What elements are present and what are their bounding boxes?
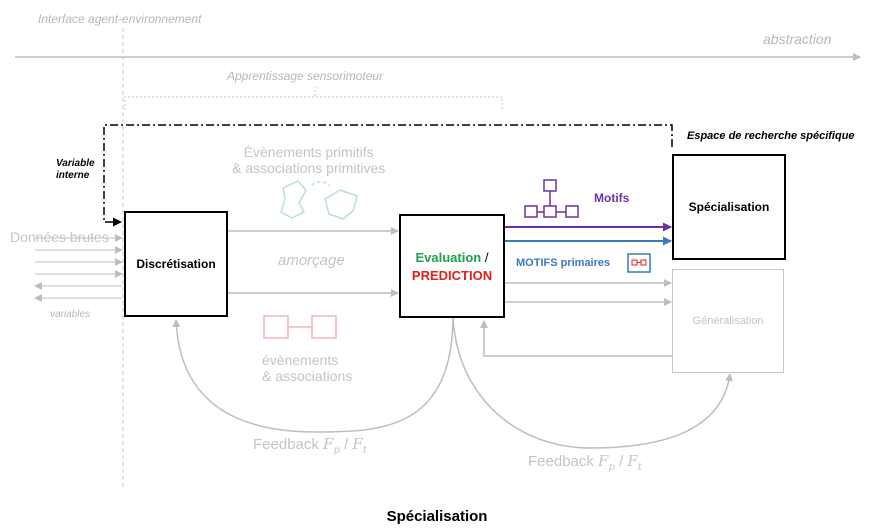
discretisation-box: Discrétisation <box>124 211 228 317</box>
feedback-curve-right <box>452 317 733 449</box>
feedback-label-right: Feedback Fp / Ft <box>528 452 642 474</box>
feedback-fp-sub: p <box>608 462 615 473</box>
motifs-primaires-icon <box>627 253 651 273</box>
primitive-events-icon <box>280 180 358 220</box>
specialisation-box: Spécialisation <box>672 154 786 260</box>
events-association-icon <box>263 315 337 339</box>
evenements-label: évènements & associations <box>262 352 352 384</box>
evenements-line2: & associations <box>262 368 353 385</box>
figure-caption: Spécialisation <box>386 508 488 525</box>
evenements-primitifs-label: Évènements primitifs & associations prim… <box>232 144 385 176</box>
feedback-ft: F <box>627 452 638 470</box>
feedback-fp-sub: p <box>333 445 340 456</box>
motifs-label: Motifs <box>594 191 630 205</box>
evaluation-prediction-box: Evaluation / PREDICTION <box>399 214 505 318</box>
apprentissage-label: Apprentissage sensorimoteur <box>227 69 384 83</box>
abstraction-label: abstraction <box>763 31 832 47</box>
discretisation-label: Discrétisation <box>136 257 216 271</box>
feedback-text: Feedback <box>253 436 319 453</box>
evenements-line1: évènements <box>262 352 339 368</box>
feedback-ft: F <box>352 435 363 453</box>
evaluation-separator: / <box>481 249 489 265</box>
variables-label: variables <box>50 309 91 320</box>
generalisation-box: Généralisation <box>672 269 784 373</box>
espace-recherche-boundary <box>103 124 673 227</box>
feedback-sep: / <box>339 436 353 453</box>
variable-interne-line1: Variable <box>56 158 95 169</box>
variable-interne-label: Variable interne <box>56 158 95 181</box>
feedback-sep: / <box>614 453 628 470</box>
feedback-ft-sub: t <box>362 445 367 456</box>
feedback-ft-sub: t <box>637 462 642 473</box>
apprentissage-bracket <box>124 87 503 110</box>
donnees-brutes-label: Données brutes <box>10 229 109 245</box>
feedback-fp: F <box>598 452 609 470</box>
prediction-label: PREDICTION <box>411 267 493 283</box>
specialisation-box-label: Spécialisation <box>688 200 770 214</box>
variable-interne-line2: interne <box>56 169 90 181</box>
arrow-generalisation-return <box>480 320 672 357</box>
feedback-curve-left <box>172 317 454 433</box>
evenements-primitifs-line1: Évènements primitifs <box>243 144 374 160</box>
motifs-primaires-label: MOTIFS primaires <box>516 257 611 269</box>
feedback-fp: F <box>323 435 334 453</box>
motifs-tree-icon <box>524 179 579 218</box>
interface-label: Interface agent-environnement <box>38 12 202 26</box>
evenements-primitifs-line2: & associations primitives <box>232 160 386 177</box>
feedback-label-left: Feedback Fp / Ft <box>253 435 367 457</box>
evaluation-label: Evaluation <box>415 249 482 265</box>
generalisation-label: Généralisation <box>692 315 764 327</box>
amorcage-label: amorçage <box>278 252 345 269</box>
feedback-text: Feedback <box>528 453 594 470</box>
raw-input-arrows <box>34 234 123 302</box>
espace-recherche-label: Espace de recherche spécifique <box>687 130 855 142</box>
